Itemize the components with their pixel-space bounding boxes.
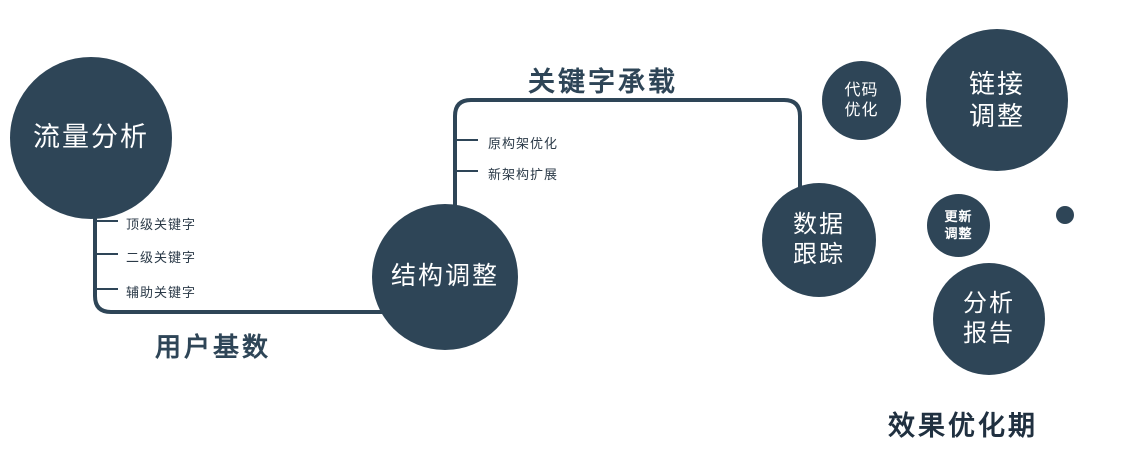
node-update-adjustment: 更新 调整 [927,194,990,257]
node-analysis-report-label: 分析 报告 [963,290,1015,347]
edge-structure-to-datatracking [453,98,802,215]
footer-label-effect-optimization: 效果优化期 [888,411,1038,441]
edge-label-user-base: 用户基数 [155,332,272,362]
node-code-optimization: 代码 优化 [822,61,901,140]
node-structure-adjustment: 结构调整 [372,204,518,350]
node-update-adjustment-label: 更新 调整 [944,209,973,241]
edge-label-keyword-carry: 关键字承载 [528,67,678,97]
traffic-branch-label-2: 二级关键字 [126,250,197,265]
node-traffic-analysis: 流量分析 [10,57,172,219]
node-analysis-report: 分析 报告 [933,263,1045,375]
node-link-adjustment-label: 链接 调整 [968,68,1025,132]
traffic-branch-label-1: 顶级关键字 [126,217,197,232]
node-link-adjustment: 链接 调整 [926,29,1068,171]
node-data-tracking: 数据 跟踪 [762,183,876,297]
edge-traffic-to-structure [93,190,448,314]
node-traffic-analysis-label: 流量分析 [33,122,149,153]
bullet-dot [1056,206,1074,224]
structure-branch-label-2: 新架构扩展 [488,167,559,182]
node-data-tracking-label: 数据 跟踪 [793,211,845,268]
node-structure-adjustment-label: 结构调整 [390,262,499,291]
structure-branch-label-1: 原构架优化 [488,136,559,151]
traffic-branch-label-3: 辅助关键字 [126,285,197,300]
node-code-optimization-label: 代码 优化 [844,81,879,119]
